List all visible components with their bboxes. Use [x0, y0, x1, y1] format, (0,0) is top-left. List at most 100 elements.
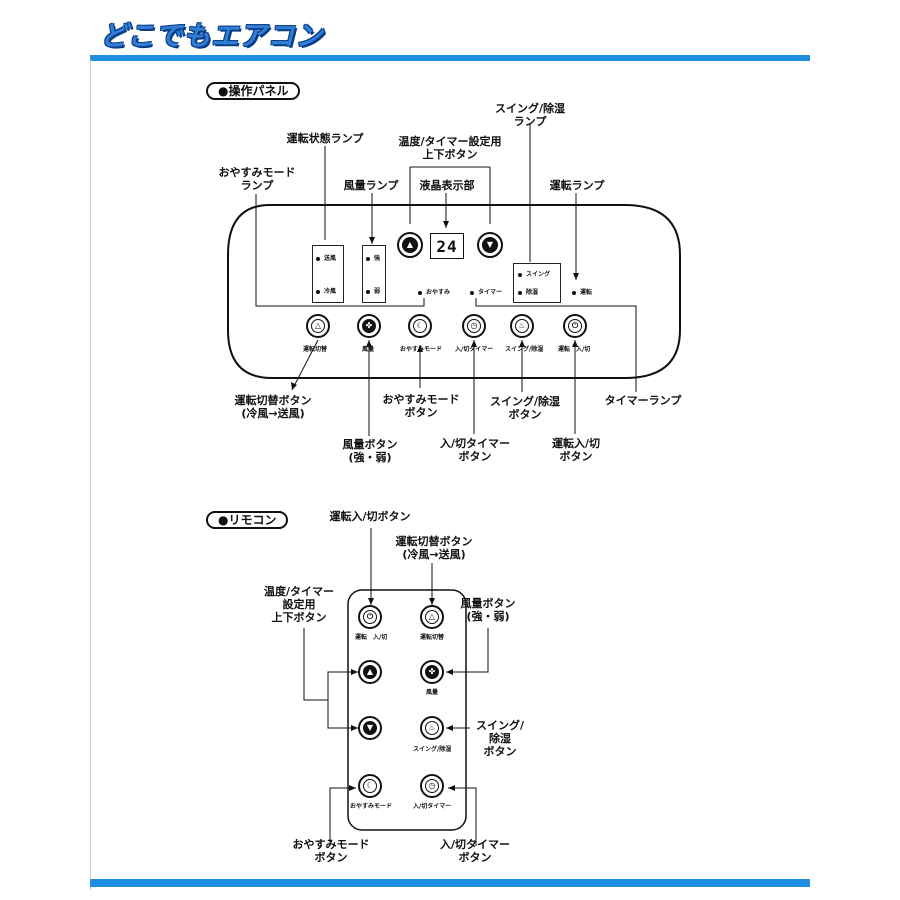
drop-icon: ♨	[425, 721, 439, 735]
remote-swing-button[interactable]: ♨	[420, 716, 444, 740]
label-sleep-button-line2: ボタン	[404, 406, 438, 419]
mode-icon: △	[311, 319, 325, 333]
label-remote-sleep-line1: おやすみモード	[292, 838, 370, 851]
remote-timer-caption: 入/切タイマー	[413, 803, 452, 810]
section-title-remote: ●リモコン	[206, 511, 289, 529]
remote-timer-button[interactable]: ◷	[420, 774, 444, 798]
label-swing-button-line1: スイング/除湿	[489, 395, 561, 408]
remote-mode-caption: 運転切替	[420, 634, 445, 641]
fan-lamp-weak: 弱	[366, 288, 380, 295]
label-remote-swing-line3: ボタン	[483, 745, 517, 758]
fan-lamp-box: 強 弱	[362, 245, 386, 303]
remote-outline	[347, 589, 467, 831]
label-mode-button-line1: 運転切替ボタン	[234, 394, 312, 407]
label-remote-fan-line1: 風量ボタン	[460, 597, 516, 610]
label-sleep-lamp: おやすみモード ランプ	[214, 166, 300, 192]
remote-sleep-button[interactable]: ☾	[358, 774, 382, 798]
label-fan-button-line2: (強・弱)	[348, 451, 392, 464]
logo: どこでもエアコン	[100, 14, 340, 54]
left-border-line	[90, 60, 91, 890]
remote-down-button[interactable]: ▼	[358, 716, 382, 740]
drop-icon: ♨	[515, 319, 529, 333]
label-mode-button-line2: (冷風→送風)	[241, 407, 305, 420]
label-run-status-lamp: 運転状態ランプ	[286, 132, 364, 145]
status-lamp-cool: 冷風	[316, 288, 336, 295]
panel-mode-button[interactable]: △	[306, 314, 330, 338]
down-triangle-icon: ▼	[482, 237, 498, 253]
label-timer-lamp: タイマーランプ	[604, 394, 682, 407]
label-fan-lamp: 風量ランプ	[343, 179, 399, 192]
timer-icon: ◷	[467, 319, 481, 333]
fan-icon: ✤	[362, 319, 376, 333]
label-swing-lamp-line2: ランプ	[513, 115, 547, 128]
timer-lamp: タイマー	[470, 289, 502, 296]
label-swing-lamp-line1: スイング/除湿	[494, 102, 566, 115]
label-fan-button-line1: 風量ボタン	[342, 438, 398, 451]
label-remote-fan: 風量ボタン (強・弱)	[452, 597, 524, 623]
label-lcd: 液晶表示部	[419, 179, 475, 192]
panel-timer-button[interactable]: ◷	[462, 314, 486, 338]
panel-up-button[interactable]: ▲	[397, 232, 423, 258]
remote-power-button[interactable]: ⏻	[358, 605, 382, 629]
mode-icon: △	[425, 610, 439, 624]
top-accent-bar	[90, 55, 810, 61]
label-swing-lamp: スイング/除湿 ランプ	[490, 102, 570, 128]
label-sleep-button-line1: おやすみモード	[382, 393, 460, 406]
status-lamp-box: 送風 冷風	[312, 245, 344, 303]
moon-icon: ☾	[363, 779, 377, 793]
status-lamp-fan-only: 送風	[316, 255, 336, 262]
label-remote-mode-line1: 運転切替ボタン	[395, 535, 473, 548]
logo-text: どこでもエアコン	[100, 21, 324, 52]
label-power-button-line2: ボタン	[559, 450, 593, 463]
label-remote-swing-line1: スイング/	[475, 719, 525, 732]
swing-lamp-swing: スイング	[518, 271, 550, 278]
label-sleep-button: おやすみモード ボタン	[376, 393, 466, 419]
panel-sleep-caption: おやすみモード	[400, 346, 443, 353]
panel-power-button[interactable]: ⏻	[563, 314, 587, 338]
up-triangle-icon: ▲	[363, 665, 377, 679]
label-temp-timer-line2: 上下ボタン	[422, 148, 478, 161]
label-power-button: 運転入/切 ボタン	[538, 437, 614, 463]
label-remote-timer-line1: 入/切タイマー	[439, 838, 511, 851]
panel-swing-button[interactable]: ♨	[510, 314, 534, 338]
label-timer-button-line1: 入/切タイマー	[439, 437, 511, 450]
panel-sleep-button[interactable]: ☾	[408, 314, 432, 338]
swing-lamp-dehumid: 除湿	[518, 289, 538, 296]
label-power-button-line1: 運転入/切	[551, 437, 601, 450]
remote-power-caption: 運転 入/切	[355, 634, 388, 641]
swing-lamp-box: スイング 除湿	[513, 263, 561, 303]
label-remote-mode-line2: (冷風→送風)	[402, 548, 466, 561]
label-remote-swing-line2: 除湿	[489, 732, 511, 745]
panel-swing-caption: スイング/除湿	[505, 346, 544, 353]
label-remote-timer: 入/切タイマー ボタン	[432, 838, 518, 864]
sleep-lamp: おやすみ	[418, 289, 450, 296]
label-remote-temp: 温度/タイマー 設定用 上下ボタン	[256, 585, 342, 624]
label-mode-button: 運転切替ボタン (冷風→送風)	[228, 394, 318, 420]
panel-fan-button[interactable]: ✤	[357, 314, 381, 338]
power-icon: ⏻	[568, 319, 582, 333]
run-lamp: 運転	[572, 289, 592, 296]
label-timer-button-line2: ボタン	[458, 450, 492, 463]
label-remote-sleep-line2: ボタン	[314, 851, 348, 864]
up-triangle-icon: ▲	[402, 237, 418, 253]
remote-sleep-caption: おやすみモード	[350, 803, 393, 810]
remote-fan-button[interactable]: ✤	[420, 660, 444, 684]
panel-down-button[interactable]: ▼	[477, 232, 503, 258]
remote-up-button[interactable]: ▲	[358, 660, 382, 684]
label-temp-timer-buttons: 温度/タイマー設定用 上下ボタン	[390, 135, 510, 161]
fan-icon: ✤	[425, 665, 439, 679]
label-remote-fan-line2: (強・弱)	[466, 610, 510, 623]
lcd-display: 24	[430, 233, 464, 259]
power-icon: ⏻	[363, 610, 377, 624]
label-remote-timer-line2: ボタン	[458, 851, 492, 864]
label-remote-temp-line2: 設定用	[282, 598, 316, 611]
panel-mode-caption: 運転切替	[303, 346, 328, 353]
label-temp-timer-line1: 温度/タイマー設定用	[398, 135, 502, 148]
panel-fan-caption: 風量	[362, 346, 375, 353]
section-title-panel: ●操作パネル	[206, 82, 301, 100]
remote-mode-button[interactable]: △	[420, 605, 444, 629]
label-fan-button: 風量ボタン (強・弱)	[334, 438, 406, 464]
label-swing-button: スイング/除湿 ボタン	[482, 395, 568, 421]
down-triangle-icon: ▼	[363, 721, 377, 735]
